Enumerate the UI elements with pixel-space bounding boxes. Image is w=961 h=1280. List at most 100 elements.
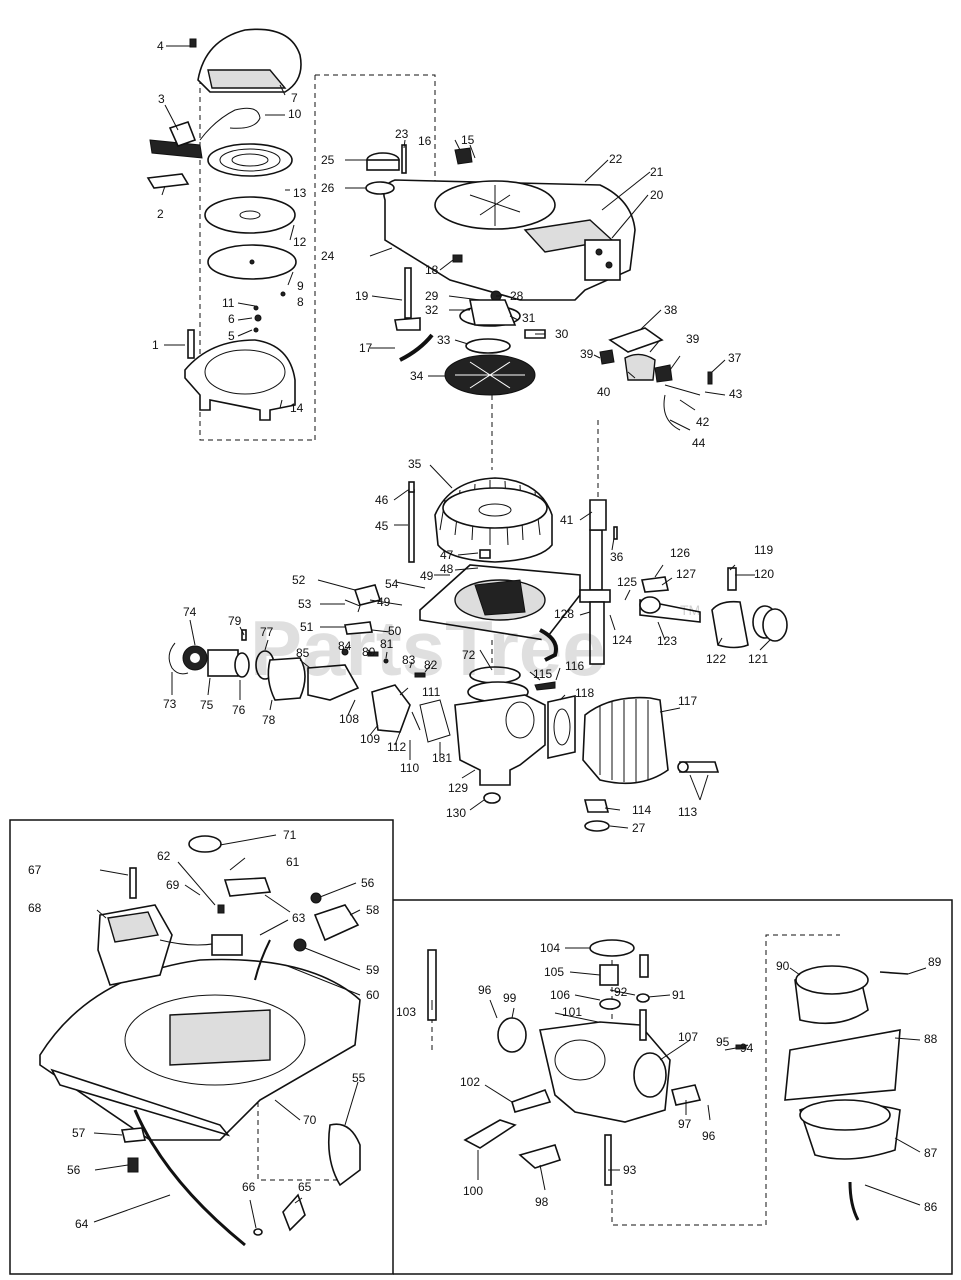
callout-68: 68 xyxy=(28,901,42,915)
callout-3: 3 xyxy=(158,92,165,106)
callout-17: 17 xyxy=(359,341,373,355)
callout-89: 89 xyxy=(928,955,942,969)
callout-19: 19 xyxy=(355,289,369,303)
callout-52: 52 xyxy=(292,573,306,587)
callout-83: 83 xyxy=(402,653,416,667)
callout-44: 44 xyxy=(692,436,706,450)
callout-15: 15 xyxy=(461,133,475,147)
flywheel-key-pins xyxy=(408,481,491,563)
carb-lower-parts xyxy=(463,1044,747,1186)
callout-124: 124 xyxy=(612,633,632,647)
callout-76: 76 xyxy=(232,703,246,717)
callout-30: 30 xyxy=(555,327,569,341)
callout-39b: 39 xyxy=(686,332,700,346)
callout-117: 117 xyxy=(678,694,697,708)
callout-85: 85 xyxy=(296,646,310,660)
callout-7: 7 xyxy=(291,91,298,105)
callout-22: 22 xyxy=(609,152,623,166)
callout-71: 71 xyxy=(283,828,297,842)
callout-86: 86 xyxy=(924,1200,938,1214)
callout-69: 69 xyxy=(166,878,180,892)
callout-92: 92 xyxy=(614,985,628,999)
callout-26: 26 xyxy=(321,181,335,195)
callout-112: 112 xyxy=(387,740,406,754)
fuel-cap xyxy=(365,152,400,195)
callout-12: 12 xyxy=(293,235,307,249)
callout-25: 25 xyxy=(321,153,335,167)
fuel-line xyxy=(394,267,434,362)
cylinder xyxy=(582,696,669,785)
blower-housing xyxy=(382,179,636,301)
starter-cup xyxy=(184,339,296,421)
callout-16: 16 xyxy=(418,134,432,148)
flywheel xyxy=(434,477,553,563)
callout-33: 33 xyxy=(437,333,451,347)
callout-47: 47 xyxy=(440,548,454,562)
callout-28: 28 xyxy=(510,289,524,303)
crankshaft xyxy=(579,499,618,665)
callout-59: 59 xyxy=(366,963,380,977)
callout-108: 108 xyxy=(339,712,359,726)
callout-20: 20 xyxy=(650,188,664,202)
callout-38: 38 xyxy=(664,303,678,317)
callout-11: 11 xyxy=(222,296,235,310)
condenser-and-leads xyxy=(159,835,360,981)
callout-13: 13 xyxy=(293,186,307,200)
watermark-text: PartsTree xyxy=(250,604,606,692)
callout-131: 131 xyxy=(432,751,452,765)
callout-78: 78 xyxy=(262,713,276,727)
callout-8: 8 xyxy=(297,295,304,309)
callout-62: 62 xyxy=(157,849,171,863)
callout-31: 31 xyxy=(522,311,536,325)
callout-100: 100 xyxy=(463,1184,483,1198)
cylinder-gasket xyxy=(547,695,576,759)
callout-32: 32 xyxy=(425,303,439,317)
callout-56b: 56 xyxy=(67,1163,81,1177)
callout-125: 125 xyxy=(617,575,637,589)
callout-94: 94 xyxy=(740,1041,754,1055)
callout-60: 60 xyxy=(366,988,380,1002)
callout-63: 63 xyxy=(292,911,306,925)
callout-114: 114 xyxy=(632,803,651,817)
callout-49b: 49 xyxy=(377,595,391,609)
ignition-base-plate xyxy=(39,958,361,1141)
callout-23: 23 xyxy=(395,127,409,141)
watermark: PartsTree TM xyxy=(250,602,700,692)
callout-75: 75 xyxy=(200,698,214,712)
small-hardware xyxy=(187,38,286,359)
callout-14: 14 xyxy=(290,401,304,415)
callout-54: 54 xyxy=(385,577,399,591)
callout-129: 129 xyxy=(448,781,468,795)
callout-126: 126 xyxy=(670,546,690,560)
spark-plug-and-exhaust xyxy=(583,761,720,832)
starter-handle xyxy=(149,121,203,159)
crankcase-plate xyxy=(419,564,581,662)
callout-66: 66 xyxy=(242,1180,256,1194)
carb-body xyxy=(497,1017,671,1123)
callout-122: 122 xyxy=(706,652,726,666)
callout-109: 109 xyxy=(360,732,380,746)
callout-84: 84 xyxy=(338,639,352,653)
callout-51: 51 xyxy=(300,620,314,634)
callout-18: 18 xyxy=(425,263,439,277)
callout-56a: 56 xyxy=(361,876,375,890)
callout-57: 57 xyxy=(72,1126,86,1140)
callout-81: 81 xyxy=(380,637,394,651)
callout-10: 10 xyxy=(288,107,302,121)
callout-1: 1 xyxy=(152,338,159,352)
callout-53: 53 xyxy=(298,597,312,611)
callout-127: 127 xyxy=(676,567,696,581)
callout-91: 91 xyxy=(672,988,686,1002)
callout-95: 95 xyxy=(716,1035,730,1049)
callout-74: 74 xyxy=(183,605,197,619)
callout-90: 90 xyxy=(776,959,790,973)
connecting-rod xyxy=(639,576,701,623)
callout-4: 4 xyxy=(157,39,164,53)
callout-101: 101 xyxy=(562,1005,582,1019)
breaker-parts xyxy=(599,327,713,431)
callout-2: 2 xyxy=(157,207,164,221)
starter-housing xyxy=(197,28,302,93)
callout-98: 98 xyxy=(535,1195,549,1209)
callout-36: 36 xyxy=(610,550,624,564)
callout-55: 55 xyxy=(352,1071,366,1085)
